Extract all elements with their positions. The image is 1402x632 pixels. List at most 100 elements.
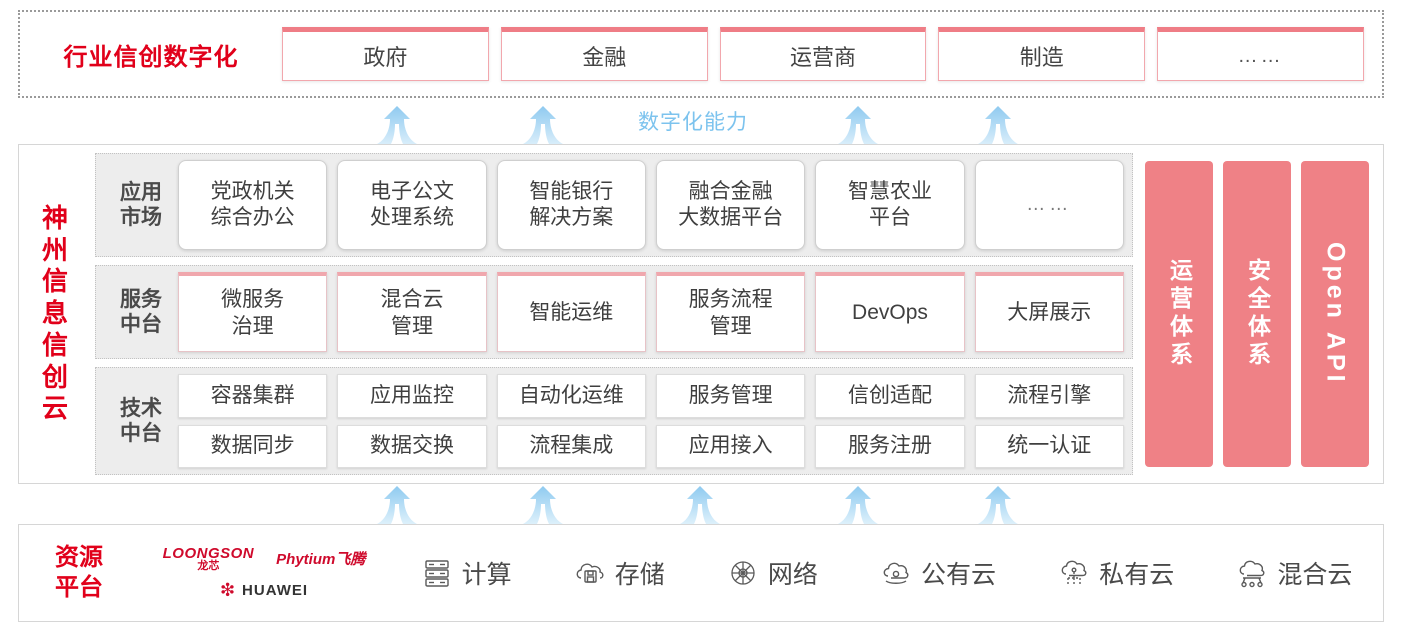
up-arrow-icon (377, 106, 417, 144)
tech-cell-process-engine[interactable]: 流程引擎 (974, 374, 1124, 418)
loongson-logo: LOONGSON 龙芯 (163, 546, 255, 572)
public-cloud-icon (883, 562, 909, 584)
band-application-market: 应用 市场 党政机关 综合办公 电子公文 处理系统 智能银行 解决方案 融合金融… (95, 153, 1133, 257)
cloud-title-char: 州 (41, 234, 68, 265)
industry-box-label: 运营商 (789, 45, 856, 70)
svc-cell-microservice-governance[interactable]: 微服务 治理 (178, 272, 328, 352)
band-label-service-platform: 服务 中台 (104, 287, 178, 337)
resource-item-label: 网络 (767, 561, 818, 589)
up-arrow-icon (523, 486, 563, 524)
resource-item-hybrid-cloud[interactable]: 混合云 (1235, 555, 1352, 591)
tech-cell-unified-auth[interactable]: 统一认证 (974, 424, 1124, 468)
app-cell-smart-bank[interactable]: 智能银行 解决方案 (496, 160, 646, 250)
industry-box-government[interactable]: 政府 (282, 27, 489, 81)
tech-cell-service-mgmt[interactable]: 服务管理 (655, 374, 806, 418)
band-label-line: 中台 (120, 313, 162, 336)
band-label-line: 技术 (120, 396, 162, 420)
svc-cell-dashboard[interactable]: 大屏展示 (974, 272, 1124, 352)
tech-cell-automated-ops[interactable]: 自动化运维 (496, 374, 646, 418)
resource-item-storage[interactable]: 存储 (573, 555, 665, 591)
app-cell-more[interactable]: …… (974, 160, 1124, 250)
tech-cell-data-sync[interactable]: 数据同步 (178, 424, 328, 468)
resource-title-line: 资源 (55, 544, 103, 571)
cloud-title-char: 信 (41, 329, 68, 360)
svc-cell-intelligent-ops[interactable]: 智能运维 (496, 272, 646, 352)
band-label-application-market: 应用 市场 (104, 180, 178, 230)
resource-item-compute[interactable]: 计算 (420, 555, 512, 591)
cloud-panel: 神 州 信 息 信 创 云 应用 市场 党政机关 综合办公 (18, 144, 1384, 484)
industry-box-label: 政府 (363, 45, 408, 70)
resource-arrow-gap (0, 484, 1402, 524)
industry-box-label: 金融 (582, 45, 627, 70)
industry-box-manufacturing[interactable]: 制造 (938, 27, 1146, 81)
band-label-line: 服务 (120, 287, 162, 311)
up-arrow-icon (523, 106, 563, 144)
app-cell-edoc-system[interactable]: 电子公文 处理系统 (337, 160, 487, 250)
up-arrow-icon (680, 486, 720, 524)
tech-cell-data-exchange[interactable]: 数据交换 (337, 424, 487, 468)
svc-cell-hybrid-cloud-mgmt[interactable]: 混合云 管理 (337, 272, 487, 352)
industry-box-operator[interactable]: 运营商 (719, 27, 927, 81)
tech-cell-app-monitoring[interactable]: 应用监控 (337, 374, 487, 418)
up-arrow-icon (978, 486, 1018, 524)
cloud-title-char: 信 (41, 266, 68, 297)
app-cell-gov-office[interactable]: 党政机关 综合办公 (178, 160, 328, 250)
cloud-title-char: 神 (41, 202, 68, 233)
cloud-title-char: 云 (41, 393, 68, 424)
private-cloud-icon (1061, 560, 1087, 584)
pillar-security-system[interactable]: 安全体系 (1223, 161, 1291, 467)
tech-cell-xinchuang-adaptation[interactable]: 信创适配 (815, 374, 965, 418)
up-arrow-icon (838, 486, 878, 524)
resource-item-label: 私有云 (1099, 561, 1175, 589)
resource-item-label: 混合云 (1277, 561, 1353, 589)
application-market-cells: 党政机关 综合办公 电子公文 处理系统 智能银行 解决方案 融合金融 大数据平台… (178, 160, 1124, 250)
app-cell-smart-agriculture[interactable]: 智慧农业 平台 (815, 160, 965, 250)
band-service-platform: 服务 中台 微服务 治理 混合云 管理 智能运维 服务流程 管理 DevOps … (95, 265, 1133, 359)
pillar-list: 运营体系 安全体系 Open API (1141, 153, 1373, 475)
svc-cell-service-process-mgmt[interactable]: 服务流程 管理 (655, 272, 806, 352)
industry-box-finance[interactable]: 金融 (500, 27, 708, 81)
resource-platform-band: 资源 平台 LOONGSON 龙芯 Phytium飞腾 ❇ HUAWEI (18, 524, 1384, 622)
loongson-logo-cn: 龙芯 (197, 559, 220, 572)
network-icon (731, 561, 755, 585)
industry-box-list: 政府 金融 运营商 制造 …… (282, 27, 1382, 81)
svc-cell-devops[interactable]: DevOps (815, 272, 965, 352)
band-label-line: 应用 (120, 180, 162, 204)
service-platform-cells: 微服务 治理 混合云 管理 智能运维 服务流程 管理 DevOps 大屏展示 (178, 272, 1124, 352)
resource-item-private-cloud[interactable]: 私有云 (1057, 555, 1174, 591)
resource-title-line: 平台 (55, 574, 103, 601)
band-label-line: 市场 (120, 206, 162, 229)
band-label-tech-platform: 技术 中台 (104, 396, 178, 446)
tech-cell-process-integration[interactable]: 流程集成 (496, 424, 646, 468)
tech-row-1: 容器集群 应用监控 自动化运维 服务管理 信创适配 流程引擎 (178, 374, 1124, 418)
resource-item-label: 计算 (461, 561, 512, 589)
loongson-logo-en: LOONGSON (162, 544, 255, 562)
cloud-panel-title: 神 州 信 息 信 创 云 (19, 145, 91, 483)
industry-box-label: 制造 (1019, 45, 1064, 70)
app-cell-fintech-bigdata[interactable]: 融合金融 大数据平台 (655, 160, 806, 250)
capability-arrow-gap: 数字化能力 (0, 100, 1402, 144)
band-tech-platform: 技术 中台 容器集群 应用监控 自动化运维 服务管理 信创适配 流程引擎 (95, 367, 1133, 475)
vendor-logo-row-1: LOONGSON 龙芯 Phytium飞腾 (163, 546, 366, 572)
resource-item-list: 计算 存储 (389, 555, 1383, 591)
resource-platform-title: 资源 平台 (19, 543, 139, 603)
tech-row-2: 数据同步 数据交换 流程集成 应用接入 服务注册 统一认证 (178, 424, 1124, 468)
hybrid-cloud-icon (1239, 560, 1265, 588)
up-arrow-icon (838, 106, 878, 144)
up-arrow-icon (377, 486, 417, 524)
tech-cell-service-registry[interactable]: 服务注册 (815, 424, 965, 468)
industry-box-label: …… (1237, 44, 1284, 67)
pillar-open-api[interactable]: Open API (1301, 161, 1369, 467)
pillar-operations-system[interactable]: 运营体系 (1145, 161, 1213, 467)
cloud-band-list: 应用 市场 党政机关 综合办公 电子公文 处理系统 智能银行 解决方案 融合金融… (95, 153, 1133, 475)
huawei-logo: ❇ HUAWEI (220, 580, 308, 601)
pillar-label: 安全体系 (1244, 258, 1271, 370)
pillar-label: Open API (1321, 242, 1350, 386)
resource-item-network[interactable]: 网络 (726, 555, 818, 591)
resource-item-public-cloud[interactable]: 公有云 (879, 555, 996, 591)
industry-box-more[interactable]: …… (1157, 27, 1364, 81)
cloud-body: 应用 市场 党政机关 综合办公 电子公文 处理系统 智能银行 解决方案 融合金融… (91, 145, 1383, 483)
tech-cell-container-cluster[interactable]: 容器集群 (178, 374, 328, 418)
tech-cell-app-access[interactable]: 应用接入 (655, 424, 806, 468)
